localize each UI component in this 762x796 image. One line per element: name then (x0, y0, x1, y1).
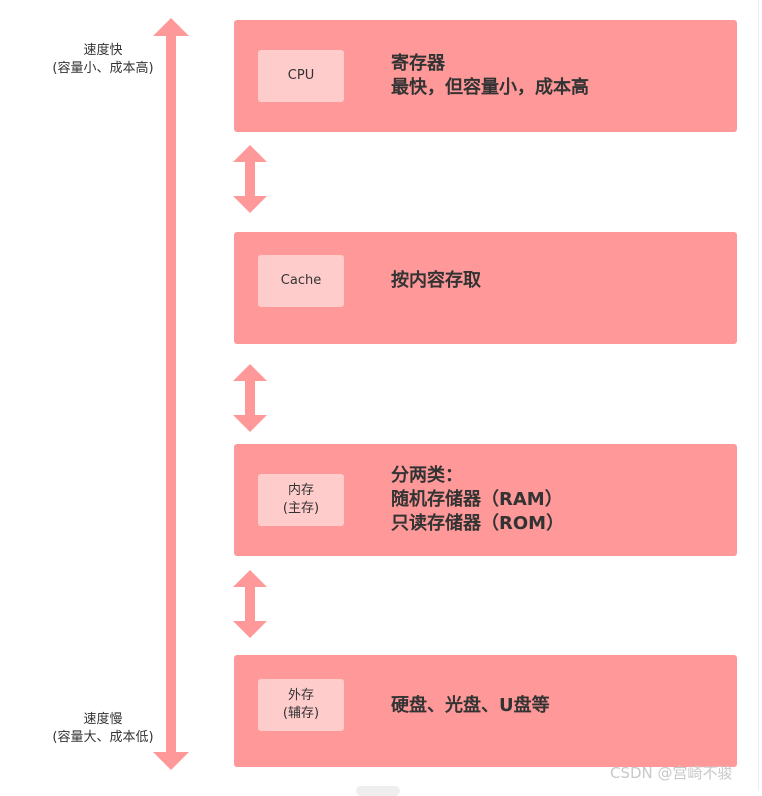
tier-desc-line: 只读存储器（ROM） (391, 513, 565, 534)
connector-arrow-cpu-cache (233, 145, 267, 213)
speed-slow-note: (容量大、成本低) (52, 730, 154, 745)
page-right-border (758, 0, 759, 791)
tier-tag-external-storage: 外存 (辅存) (258, 679, 344, 731)
tier-tag-cpu: CPU (258, 50, 344, 102)
speed-slow-title: 速度慢 (83, 712, 123, 727)
speed-fast-title: 速度快 (83, 43, 123, 58)
tier-tag-sublabel: (主存) (282, 501, 320, 516)
tier-tag-label: CPU (287, 68, 315, 83)
tier-desc-main-memory: 分两类： 随机存储器（RAM） 只读存储器（ROM） (391, 464, 564, 536)
tier-tag-label: Cache (280, 273, 322, 288)
tier-desc-line: 寄存器 (391, 53, 445, 74)
tier-box-cpu: CPU 寄存器 最快，但容量小，成本高 (234, 20, 737, 132)
tier-tag-sublabel: (辅存) (282, 706, 320, 721)
speed-fast-note: (容量小、成本高) (52, 61, 154, 76)
tier-desc-cpu: 寄存器 最快，但容量小，成本高 (391, 52, 589, 100)
watermark: CSDN @宫崎不骏 (610, 764, 733, 782)
tier-desc-line: 随机存储器（RAM） (391, 489, 563, 510)
connector-arrow-memory-external (233, 570, 267, 638)
tier-desc-cache: 按内容存取 (391, 269, 481, 293)
speed-slow-label: 速度慢 (容量大、成本低) (28, 711, 178, 747)
scroll-handle[interactable] (356, 786, 400, 796)
tier-desc-line: 按内容存取 (391, 270, 481, 291)
tier-tag-cache: Cache (258, 255, 344, 307)
tier-desc-line: 分两类： (391, 465, 463, 486)
tier-tag-label: 内存 (287, 483, 314, 498)
tier-box-main-memory: 内存 (主存) 分两类： 随机存储器（RAM） 只读存储器（ROM） (234, 444, 737, 556)
tier-desc-external-storage: 硬盘、光盘、U盘等 (391, 694, 550, 718)
tier-box-external-storage: 外存 (辅存) 硬盘、光盘、U盘等 (234, 655, 737, 767)
tier-box-cache: Cache 按内容存取 (234, 232, 737, 344)
tier-tag-main-memory: 内存 (主存) (258, 474, 344, 526)
connector-arrow-cache-memory (233, 364, 267, 432)
tier-desc-line: 最快，但容量小，成本高 (391, 77, 589, 98)
speed-fast-label: 速度快 (容量小、成本高) (28, 42, 178, 78)
speed-axis-arrow (153, 18, 189, 770)
tier-desc-line: 硬盘、光盘、U盘等 (391, 695, 550, 716)
tier-tag-label: 外存 (287, 688, 314, 703)
